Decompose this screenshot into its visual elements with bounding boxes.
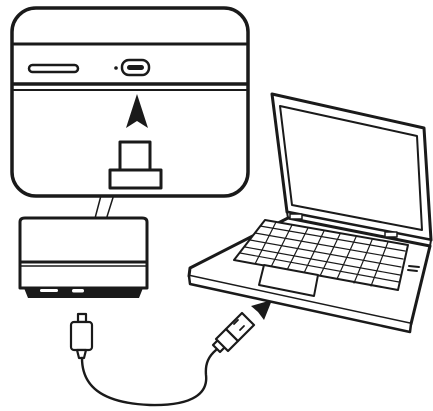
laptop-icon xyxy=(187,92,433,334)
callout-panel xyxy=(10,6,250,198)
usb-a-plug-icon xyxy=(211,311,256,354)
laptop-trackpad xyxy=(258,264,319,297)
cable-usb-c-connector xyxy=(69,312,94,360)
speaker-device-icon xyxy=(18,216,149,298)
led-dot xyxy=(114,66,118,70)
usb-cable-icon xyxy=(80,348,218,407)
keyboard-keys xyxy=(239,221,406,287)
usb-c-port-icon xyxy=(120,58,151,77)
insert-arrow-up-icon xyxy=(126,94,148,128)
laptop-side-port xyxy=(407,265,420,272)
usb-port-arrow-icon xyxy=(251,300,272,320)
usb-c-plug-icon xyxy=(108,140,163,190)
slot-indicator xyxy=(27,63,80,74)
